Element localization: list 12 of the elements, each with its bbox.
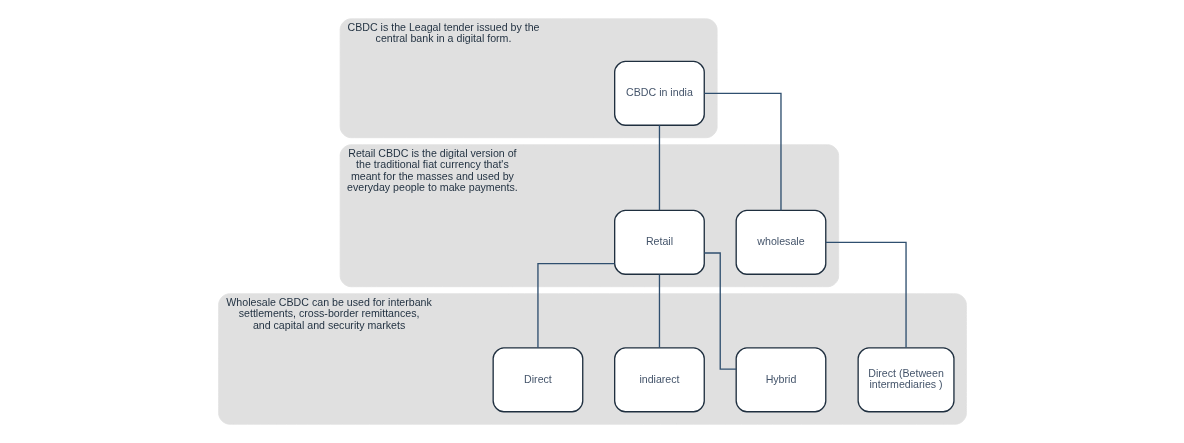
connector xyxy=(658,124,660,211)
node-box: wholesale xyxy=(735,209,826,275)
connector xyxy=(824,241,907,349)
node-box: Retail xyxy=(613,209,705,275)
node-box: Direct (Between intermediaries ) xyxy=(857,347,955,413)
node-box: Direct xyxy=(492,347,583,413)
connector xyxy=(658,273,660,349)
connector xyxy=(703,92,782,212)
node-box: Hybrid xyxy=(735,347,826,413)
node-box: CBDC in india xyxy=(613,60,705,126)
node-box: indiarect xyxy=(613,347,705,413)
connector xyxy=(536,262,615,349)
